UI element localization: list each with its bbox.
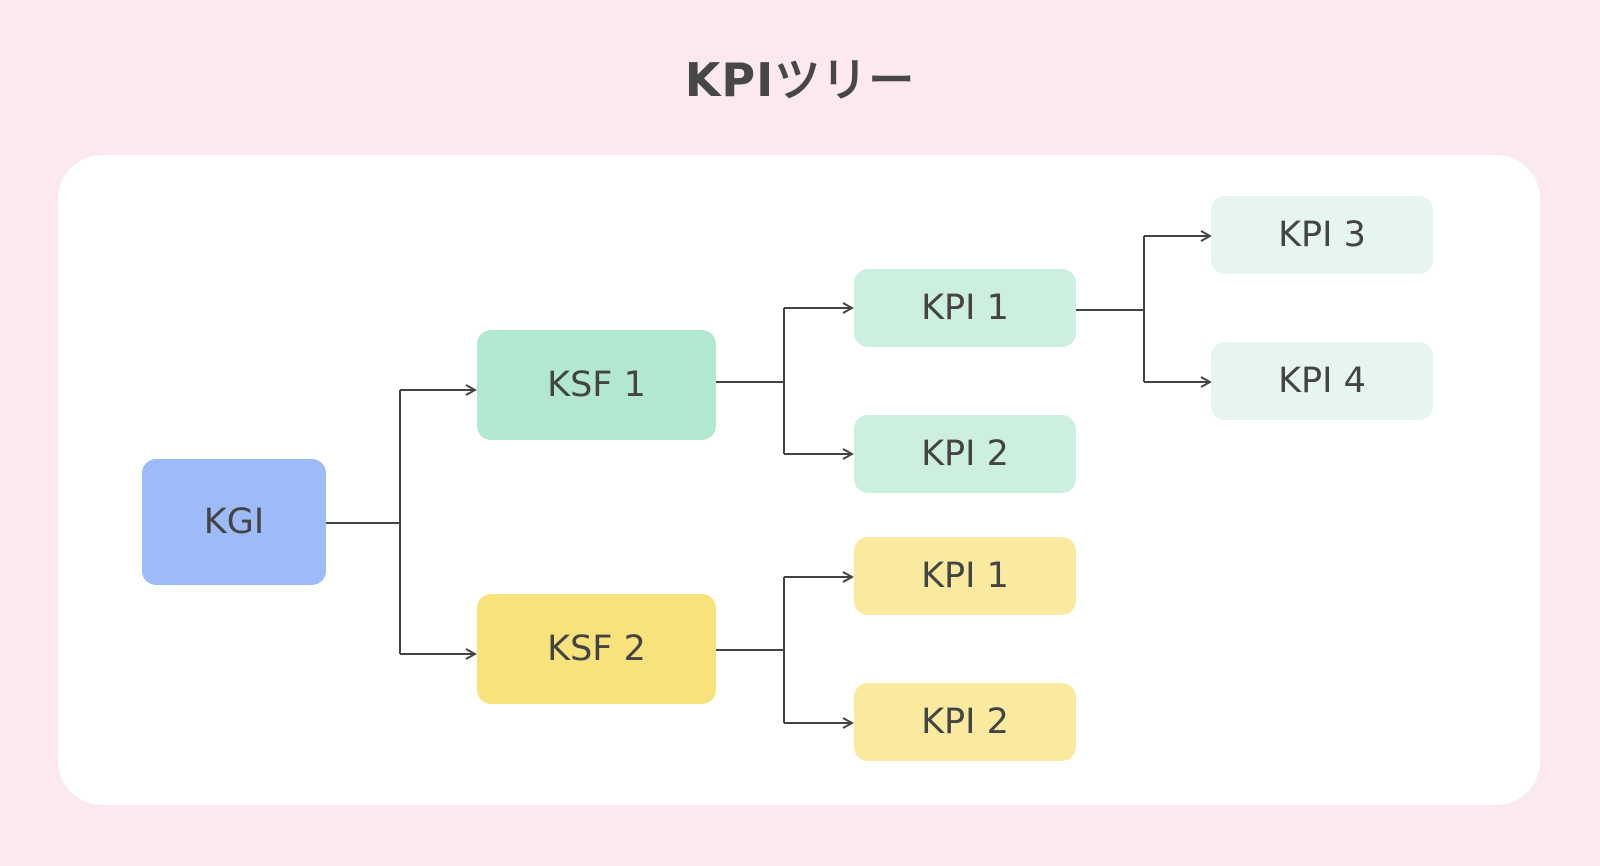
node-ksf1-kpi2: KPI 2 <box>854 415 1076 493</box>
page-title: KPIツリー <box>684 53 916 107</box>
node-ksf2-kpi2: KPI 2 <box>854 683 1076 761</box>
connector-ksf1-trunk <box>716 308 785 454</box>
node-kgi: KGI <box>142 459 326 585</box>
node-kpi4: KPI 4 <box>1211 342 1433 420</box>
connector-kgi-trunk <box>326 390 401 654</box>
node-ksf2: KSF 2 <box>477 594 716 704</box>
node-ksf2-kpi1: KPI 1 <box>854 537 1076 615</box>
node-ksf1: KSF 1 <box>477 330 716 440</box>
node-kpi3: KPI 3 <box>1211 196 1433 274</box>
connector-kpi1-trunk <box>1076 236 1145 382</box>
connector-ksf2-trunk <box>716 577 785 723</box>
node-ksf1-kpi1: KPI 1 <box>854 269 1076 347</box>
